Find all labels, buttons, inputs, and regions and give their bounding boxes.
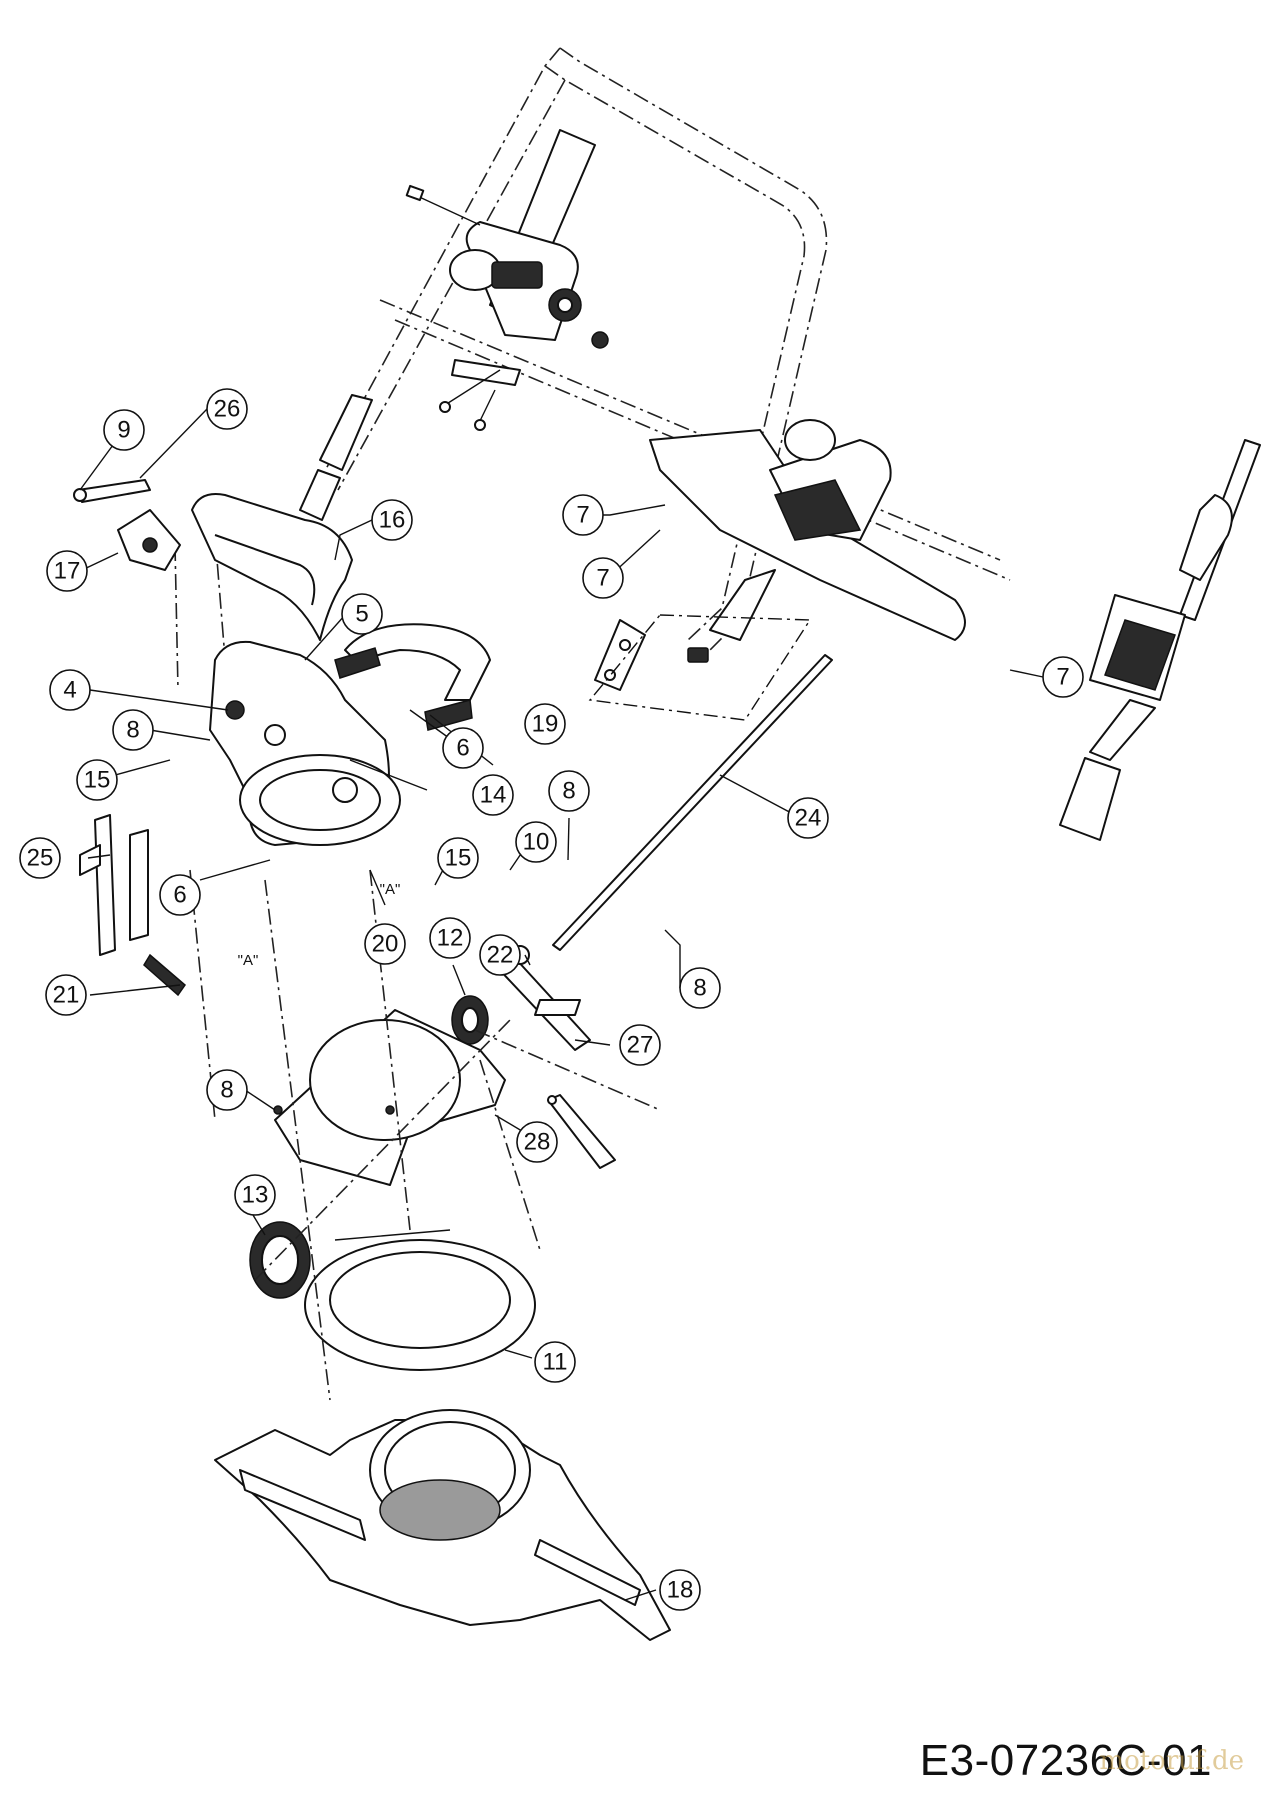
callouts: 9 26 17 16 5 4 8 15 6 19 14 25 6 20 15 1… [19,388,1084,1611]
svg-text:12: 12 [437,925,464,952]
chute-ring [304,1229,536,1371]
svg-text:15: 15 [84,767,111,794]
callout-15: 15 [437,837,479,879]
callout-19: 19 [524,703,566,745]
watermark-logo: motoruf.de [1099,1746,1244,1776]
svg-text:6: 6 [173,882,186,909]
callout-8: 8 [679,967,721,1009]
svg-text:21: 21 [53,982,80,1009]
callout-8: 8 [548,770,590,812]
svg-text:10: 10 [523,829,550,856]
callout-14: 14 [472,774,514,816]
svg-text:25: 25 [27,845,54,872]
svg-text:24: 24 [795,805,822,832]
svg-text:15: 15 [445,845,472,872]
svg-text:8: 8 [693,975,706,1002]
view-mark-a-upper: "A" [380,881,401,898]
svg-text:6: 6 [456,735,469,762]
svg-text:11: 11 [543,1349,568,1376]
svg-text:26: 26 [214,396,241,423]
chute-cable-loop [334,623,491,731]
callout-13: 13 [234,1174,276,1216]
callout-27: 27 [619,1024,661,1066]
callout-9: 9 [103,409,145,451]
svg-text:16: 16 [379,507,406,534]
svg-text:20: 20 [372,931,399,958]
svg-text:18: 18 [667,1577,694,1604]
callout-7: 7 [582,557,624,599]
svg-text:17: 17 [54,558,81,585]
svg-text:14: 14 [480,782,507,809]
svg-text:8: 8 [126,717,139,744]
callout-17: 17 [46,550,88,592]
callout-26: 26 [206,388,248,430]
auger-housing [214,1409,671,1641]
assembly-lines [189,869,661,1401]
callout-10: 10 [515,821,557,863]
callout-11: 11 [534,1341,576,1383]
svg-text:22: 22 [487,942,514,969]
callout-24: 24 [787,797,829,839]
svg-text:4: 4 [63,677,76,704]
spring-assembly [79,814,187,997]
handle-lever-right [594,419,966,691]
callout-8: 8 [206,1069,248,1111]
callout-25: 25 [19,837,61,879]
svg-text:27: 27 [627,1032,654,1059]
ring-gear [249,1221,311,1299]
control-shaft [552,569,833,951]
svg-text:7: 7 [596,565,609,592]
callout-16: 16 [371,499,413,541]
callout-8: 8 [112,709,154,751]
handle-grip-upper [299,394,373,521]
svg-text:7: 7 [1056,664,1069,691]
callout-6: 6 [159,874,201,916]
callout-4: 4 [49,669,91,711]
callout-18: 18 [659,1569,701,1611]
callout-6: 6 [442,727,484,769]
callout-21: 21 [45,974,87,1016]
svg-text:13: 13 [242,1182,269,1209]
drawing-code-label: E3-07236C-01 [919,1736,1212,1785]
view-marks: "A" "A" [238,881,401,969]
pinion-gear [451,995,489,1045]
deflector-bracket [117,509,181,571]
callout-7: 7 [562,494,604,536]
upper-chute [209,640,401,846]
callout-5: 5 [341,593,383,635]
svg-text:8: 8 [220,1077,233,1104]
callout-22: 22 [479,934,521,976]
callout-20: 20 [364,923,406,965]
callout-12: 12 [429,917,471,959]
svg-text:7: 7 [576,502,589,529]
control-box [405,129,609,431]
svg-text:5: 5 [355,601,368,628]
svg-text:9: 9 [117,417,130,444]
callout-28: 28 [516,1121,558,1163]
small-bracket [547,1094,616,1169]
callout-7: 7 [1042,656,1084,698]
link-rod [73,479,151,503]
view-mark-a-lower: "A" [238,952,259,969]
chute-deflector [191,493,353,641]
svg-text:8: 8 [562,778,575,805]
svg-text:28: 28 [524,1129,551,1156]
callout-15: 15 [76,759,118,801]
svg-text:19: 19 [532,711,559,738]
grip-handle [1059,439,1261,841]
